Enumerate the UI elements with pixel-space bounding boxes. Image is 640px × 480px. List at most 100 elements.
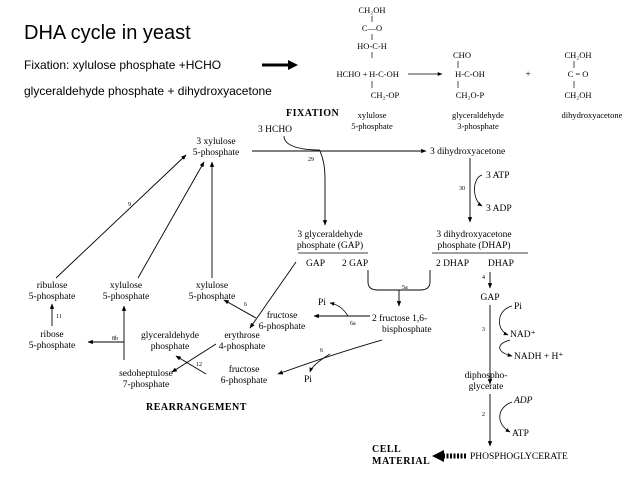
erythrose-label-1: erythrose: [224, 331, 259, 341]
dha-structure: CH₂OH C = O CH₂OH dihydroxyacetone: [562, 50, 623, 120]
atp-label: 3 ATP: [486, 171, 510, 181]
dpg-label-2: glycerate: [469, 382, 504, 392]
xylulose-caption-2: 5-phosphate: [351, 121, 393, 131]
xylulose-row-5: CH₂-OP: [371, 90, 400, 100]
slide-title: DHA cycle in yeast: [24, 22, 191, 44]
xylulose-mid-label-1: xylulose: [196, 281, 228, 291]
dha-row-2: C = O: [568, 69, 589, 79]
xylulose-row-4: H-C-OH: [369, 69, 399, 79]
enzyme-9: 9: [128, 202, 131, 208]
enzyme-6: 6: [320, 348, 323, 354]
hcho-label: 3 HCHO: [258, 125, 292, 135]
nad-label: NAD⁺: [510, 330, 536, 340]
fbp-label-2: bisphosphate: [382, 325, 432, 335]
enzyme-30: 30: [459, 186, 465, 192]
rearrangement-heading: REARRANGEMENT: [146, 402, 247, 413]
pi-top: Pi: [318, 298, 326, 308]
dha-row-3: CH₂OH: [564, 90, 591, 100]
pi-right-curve: [499, 305, 513, 336]
cell-material-label-1: CELL: [372, 444, 401, 455]
hatched-arrow: [432, 450, 466, 462]
enzyme-6a: 6a: [350, 321, 356, 327]
gap-split-2gap: 2 GAP: [342, 259, 368, 269]
pi-bottom-curve: [309, 353, 331, 373]
dpg-label-1: diphospho-: [465, 371, 508, 381]
dhap3-label-2: phosphate (DHAP): [437, 240, 510, 251]
f6p-bottom-label-2: 6-phosphate: [221, 376, 267, 386]
adp-right-curve: [499, 401, 513, 433]
erythrose-label-2: 4-phosphate: [219, 342, 265, 352]
atp-right-label: ATP: [512, 429, 529, 439]
enzyme-12: 12: [196, 362, 202, 368]
enzyme-4: 4: [482, 275, 485, 281]
sedo-label-2: 7-phosphate: [123, 380, 169, 390]
gap-to-erythrose-arrow: [249, 261, 297, 329]
erythrose-to-sedo-arrow: [171, 343, 217, 373]
f6p-to-xylulose-arrow: [223, 299, 257, 319]
gap-row-2: H-C-OH: [455, 69, 485, 79]
xylulose-row-3: HO-C-H: [357, 41, 387, 51]
gap-row-1: CHO: [453, 50, 471, 60]
ribulose-label-2: 5-phosphate: [29, 292, 75, 302]
f6p-bottom-label-1: fructose: [229, 364, 260, 375]
ribose-label-2: 5-phosphate: [29, 341, 75, 351]
gap-caption-2: 3-phosphate: [457, 121, 499, 131]
ribulose-to-xu5p-arrow: [55, 154, 187, 279]
pi-top-curve: [329, 301, 349, 317]
hcho-prefix: HCHO +: [336, 69, 367, 79]
xylulose-left-label-2: 5-phosphate: [103, 292, 149, 302]
adp-label: 3 ADP: [486, 204, 512, 214]
glyc-ald-label-2: phosphate: [151, 342, 190, 352]
products-line: glyceraldehyde phosphate + dihydroxyacet…: [24, 84, 272, 98]
xylulose-row-2: C—O: [362, 23, 382, 33]
cell-material-label-2: MATERIAL: [372, 456, 430, 467]
xu5p-label-1: 3 xylulose: [196, 137, 235, 147]
structures-plus: +: [525, 70, 530, 80]
ribose-label-1: ribose: [40, 330, 63, 340]
xylulose-left-to-xu5p-arrow: [137, 161, 205, 279]
sedo-label-1: sedoheptulose: [119, 369, 173, 379]
xu5p-label-2: 5-phosphate: [193, 148, 239, 158]
enzyme-29: 29: [308, 157, 314, 163]
dhap-split-dhap: DHAP: [488, 259, 514, 269]
atp-curve: [474, 174, 483, 207]
fixation-line: Fixation: xylulose phosphate +HCHO: [24, 58, 222, 72]
dha-row-1: CH₂OH: [564, 50, 591, 60]
dhap3-label-1: 3 dihydroxyacetone: [436, 230, 511, 240]
gap3-label-1: 3 glyceraldehyde: [297, 230, 362, 240]
dha-caption: dihydroxyacetone: [562, 110, 623, 120]
gap-right-label: GAP: [480, 293, 499, 303]
pi-bottom: Pi: [304, 375, 312, 385]
xylulose-caption-1: xylulose: [358, 110, 387, 120]
xylulose-mid-label-2: 5-phosphate: [189, 292, 235, 302]
dhap-split-2dhap: 2 DHAP: [436, 259, 469, 269]
f6p-top-label-2: 6-phosphate: [259, 322, 305, 332]
xylulose-row-1: CH₂OH: [358, 5, 385, 15]
cross-arrow: [175, 355, 207, 375]
xylulose-structure: CH₂OH C—O HO-C-H H-C-OH CH₂-OP xylulose …: [351, 5, 399, 131]
gap-row-3: CH₂O-P: [456, 90, 485, 100]
ribulose-label-1: ribulose: [37, 281, 68, 291]
gap-split-gap: GAP: [306, 259, 325, 269]
enzyme-11: 11: [56, 314, 62, 320]
gap-caption-1: glyceraldehyde: [452, 110, 504, 120]
enzyme-8a: 6: [244, 302, 247, 308]
phosphoglycerate-label: PHOSPHOGLYCERATE: [470, 452, 568, 462]
to-gap-arrow: [319, 150, 328, 226]
nad-curve: [499, 339, 513, 357]
pi-right: Pi: [514, 302, 522, 312]
adp-right-label: ADP: [513, 396, 533, 406]
gap3-label-2: phosphate (GAP): [297, 240, 363, 251]
enzyme-2: 2: [482, 412, 485, 418]
fbp-label-1: 2 fructose 1,6-: [372, 313, 427, 324]
dha-label: 3 dihydroxyacetone: [430, 147, 505, 157]
gap-structure: CHO H-C-OH CH₂O-P glyceraldehyde 3-phosp…: [452, 50, 504, 131]
nadh-label: NADH + H⁺: [514, 352, 563, 362]
enzyme-5a: 5a: [402, 285, 408, 291]
fixation-heading: FIXATION: [286, 108, 340, 119]
xylulose-left-label-1: xylulose: [110, 281, 142, 291]
fbp-to-f6p-bottom-arrow: [277, 339, 383, 375]
glyc-ald-label-1: glyceraldehyde: [141, 331, 199, 341]
